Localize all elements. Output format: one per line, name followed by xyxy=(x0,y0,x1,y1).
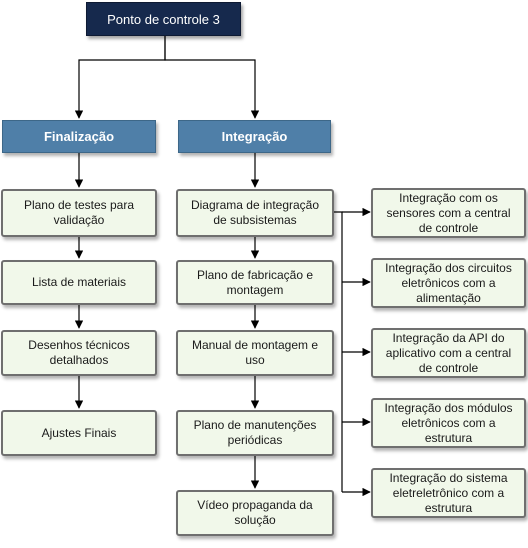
root-node: Ponto de controle 3 xyxy=(86,2,241,36)
root-label: Ponto de controle 3 xyxy=(107,11,220,27)
finalizacao-item-4: Ajustes Finais xyxy=(1,410,157,456)
subsistema-item-3: Integração da API do aplicativo com a ce… xyxy=(371,328,526,378)
finalizacao-item-3-label: Desenhos técnicos detalhados xyxy=(28,338,130,367)
integracao-item-5-label: Vídeo propaganda da solução xyxy=(197,498,313,527)
finalizacao-item-2-label: Lista de materiais xyxy=(31,275,127,289)
connector-branch-trunk xyxy=(334,211,343,492)
integracao-item-2-label: Plano de fabricação e montagem xyxy=(196,267,314,297)
finalizacao-item-1-label: Plano de testes para validação xyxy=(23,198,135,227)
finalizacao-item-2: Lista de materiais xyxy=(1,260,157,305)
finalizacao-item-3: Desenhos técnicos detalhados xyxy=(1,330,157,376)
header-integracao: Integração xyxy=(178,120,331,153)
subsistema-item-2-label: Integração dos circuitos eletrônicos com… xyxy=(385,260,512,305)
subsistema-item-5-label: Integração do sistema eletreletrônico co… xyxy=(389,470,508,515)
finalizacao-item-4-label: Ajustes Finais xyxy=(41,425,117,440)
integracao-item-3-label: Manual de montagem e uso xyxy=(191,338,319,367)
subsistema-item-1-label: Integração com os sensores com a central… xyxy=(386,190,511,235)
integracao-item-4: Plano de manutenções periódicas xyxy=(176,410,334,456)
subsistema-item-2: Integração dos circuitos eletrônicos com… xyxy=(371,258,526,308)
integracao-item-5: Vídeo propaganda da solução xyxy=(176,490,334,536)
integracao-item-2: Plano de fabricação e montagem xyxy=(176,260,334,305)
subsistema-item-4: Integração dos módulos eletrônicos com a… xyxy=(371,398,526,448)
integracao-item-4-label: Plano de manutenções periódicas xyxy=(193,418,317,447)
integracao-item-3: Manual de montagem e uso xyxy=(176,330,334,376)
header-finalizacao: Finalização xyxy=(2,120,156,153)
subsistema-item-3-label: Integração da API do aplicativo com a ce… xyxy=(385,330,512,375)
subsistema-item-5: Integração do sistema eletreletrônico co… xyxy=(371,468,526,518)
subsistema-item-4-label: Integração dos módulos eletrônicos com a… xyxy=(384,400,513,445)
integracao-item-1: Diagrama de integração de subsistemas xyxy=(176,189,334,237)
header-finalizacao-label: Finalização xyxy=(43,129,115,144)
connector-root-to-integracao xyxy=(164,36,260,119)
finalizacao-item-1: Plano de testes para validação xyxy=(1,189,157,237)
connector-root-to-finalizacao xyxy=(74,36,166,119)
header-integracao-label: Integração xyxy=(221,129,288,144)
subsistema-item-1: Integração com os sensores com a central… xyxy=(371,188,526,238)
integracao-item-1-label: Diagrama de integração de subsistemas xyxy=(190,198,320,227)
